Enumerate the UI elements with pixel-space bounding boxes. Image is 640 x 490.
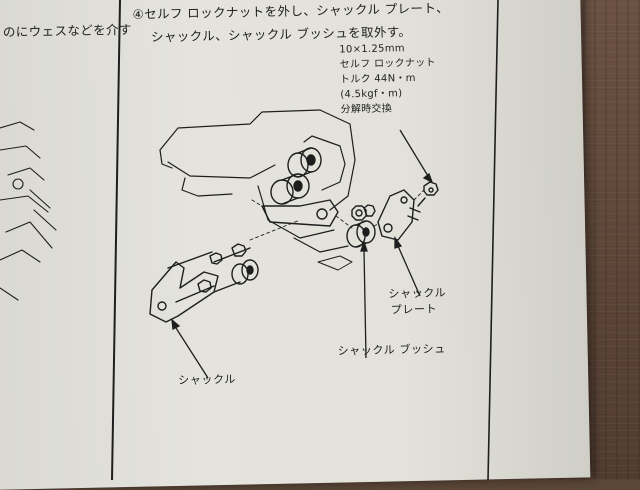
self-locking-nut	[417, 181, 439, 207]
leaf-spring-hint	[317, 255, 353, 271]
inner-shackle-plate	[261, 199, 339, 227]
arrow-head-shackle-plate	[394, 236, 403, 249]
page-border-right	[487, 0, 499, 480]
column-divider-line	[111, 0, 121, 480]
exploded-parts-diagram	[0, 0, 499, 480]
upper-bushings	[270, 147, 322, 205]
arrow-to-shackle-plate	[397, 245, 421, 297]
alignment-lines	[249, 189, 425, 241]
arrow-head-locknut	[422, 172, 434, 184]
leader-arrows	[171, 129, 434, 379]
arrow-head-shackle-bush	[360, 239, 368, 252]
left-column-frame-sketch	[0, 121, 57, 301]
shackle-lower	[149, 243, 259, 323]
arrow-to-shackle	[175, 327, 209, 379]
arrow-to-locknut	[399, 129, 429, 177]
shackle-bush-pair	[346, 204, 376, 248]
arrow-head-shackle	[171, 318, 181, 330]
arrow-to-shackle-bush	[363, 249, 367, 359]
frame-bracket-outline	[159, 109, 356, 253]
shackle-plate-outer	[377, 189, 421, 241]
